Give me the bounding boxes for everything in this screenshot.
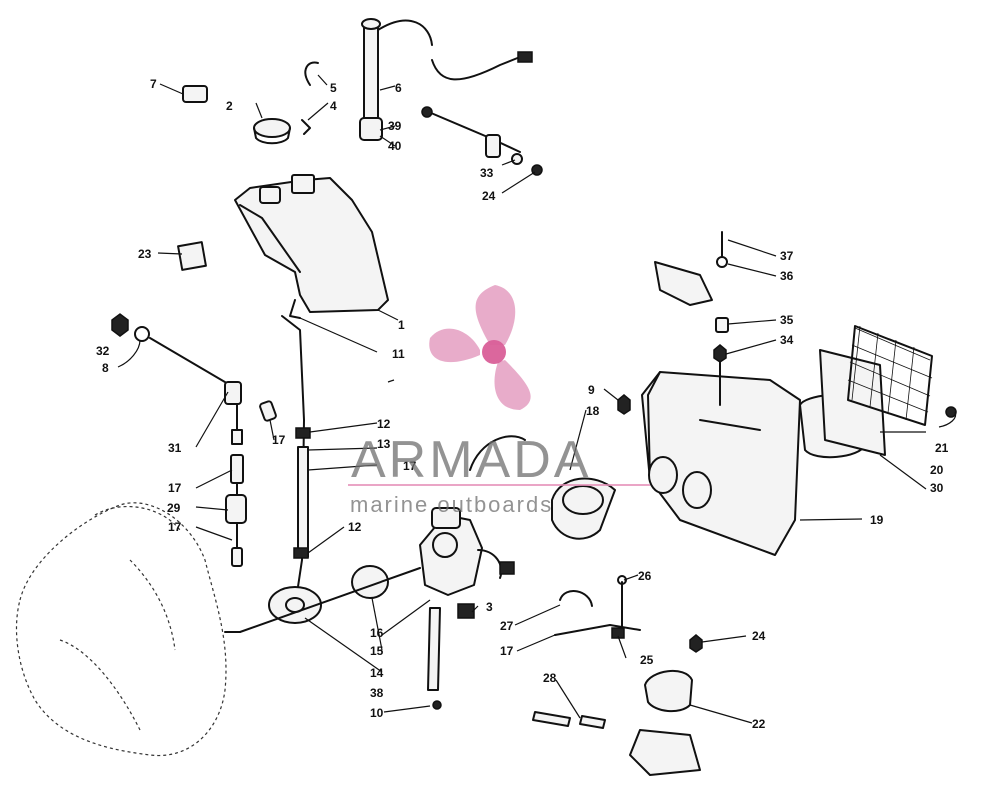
sending-unit (359, 18, 533, 141)
callout-6: 6 (395, 81, 402, 95)
callout-19: 19 (870, 513, 884, 527)
bolt-9 (617, 394, 631, 415)
tank-bracket (291, 174, 315, 194)
callout-31: 31 (168, 441, 182, 455)
leader-lines (117, 74, 957, 724)
propeller-logo-icon (429, 285, 531, 410)
callout-labels: 1 2 3 4 5 6 7 8 9 10 11 12 13 14 15 16 1… (96, 77, 949, 731)
callout-1: 1 (398, 318, 405, 332)
callout-24a: 24 (482, 189, 496, 203)
callout-11: 11 (392, 347, 405, 361)
decal (182, 85, 208, 103)
callout-2: 2 (226, 99, 233, 113)
callout-18: 18 (586, 404, 600, 418)
gasket (177, 241, 207, 271)
watermark-brand: ARMADA (351, 431, 591, 489)
hose-clamp-upper (295, 427, 311, 439)
watermark: ARMADA marine outboards (348, 285, 650, 517)
nut-3 (457, 603, 475, 619)
callout-27: 27 (500, 619, 514, 633)
callout-37: 37 (780, 249, 794, 263)
callout-4: 4 (330, 99, 337, 113)
callout-3: 3 (486, 600, 493, 614)
vent-hose (304, 61, 319, 86)
callout-17b: 17 (272, 433, 286, 447)
callout-9: 9 (588, 383, 595, 397)
callout-40: 40 (388, 139, 402, 153)
intake-screen (799, 325, 957, 459)
engine-block (15, 502, 241, 757)
oil-pump (532, 575, 703, 776)
callout-12b: 12 (348, 520, 362, 534)
callout-32: 32 (96, 344, 110, 358)
callout-28: 28 (543, 671, 557, 685)
callout-21: 21 (935, 441, 949, 455)
callout-26: 26 (638, 569, 652, 583)
oil-line-hose (297, 446, 309, 558)
callout-10: 10 (370, 706, 384, 720)
fuel-line-left (111, 313, 277, 567)
callout-25: 25 (640, 653, 654, 667)
fill-cap (253, 118, 291, 145)
callout-13: 13 (377, 437, 391, 451)
mount-bracket (421, 106, 543, 176)
callout-38: 38 (370, 686, 384, 700)
callout-16: 16 (370, 626, 384, 640)
intake-boot (469, 435, 616, 540)
callout-23: 23 (138, 247, 152, 261)
hose-clamp-lower (293, 547, 309, 559)
oil-tank (234, 174, 389, 319)
callout-39: 39 (388, 119, 402, 133)
callout-17e: 17 (403, 459, 417, 473)
harness (654, 231, 729, 406)
callout-7: 7 (150, 77, 157, 91)
callout-17a: 17 (500, 644, 514, 658)
callout-29: 29 (167, 501, 181, 515)
callout-20: 20 (930, 463, 944, 477)
callout-30: 30 (930, 481, 944, 495)
intake-flange (268, 586, 322, 624)
air-silencer (641, 371, 801, 556)
callout-5: 5 (330, 81, 337, 95)
callout-17d: 17 (168, 520, 182, 534)
callout-33: 33 (480, 166, 494, 180)
vent-fitting (301, 119, 311, 135)
callout-24b: 24 (752, 629, 766, 643)
callout-15: 15 (370, 644, 384, 658)
watermark-tagline: marine outboards (350, 492, 553, 517)
tank-neck (259, 186, 281, 204)
callout-22: 22 (752, 717, 766, 731)
callout-34: 34 (780, 333, 794, 347)
carburetor (419, 507, 515, 596)
callout-17c: 17 (168, 481, 182, 495)
callout-35: 35 (780, 313, 794, 327)
callout-12a: 12 (377, 417, 391, 431)
callout-8: 8 (102, 361, 109, 375)
callout-36: 36 (780, 269, 794, 283)
drain-hose (427, 607, 441, 691)
callout-14: 14 (370, 666, 384, 680)
